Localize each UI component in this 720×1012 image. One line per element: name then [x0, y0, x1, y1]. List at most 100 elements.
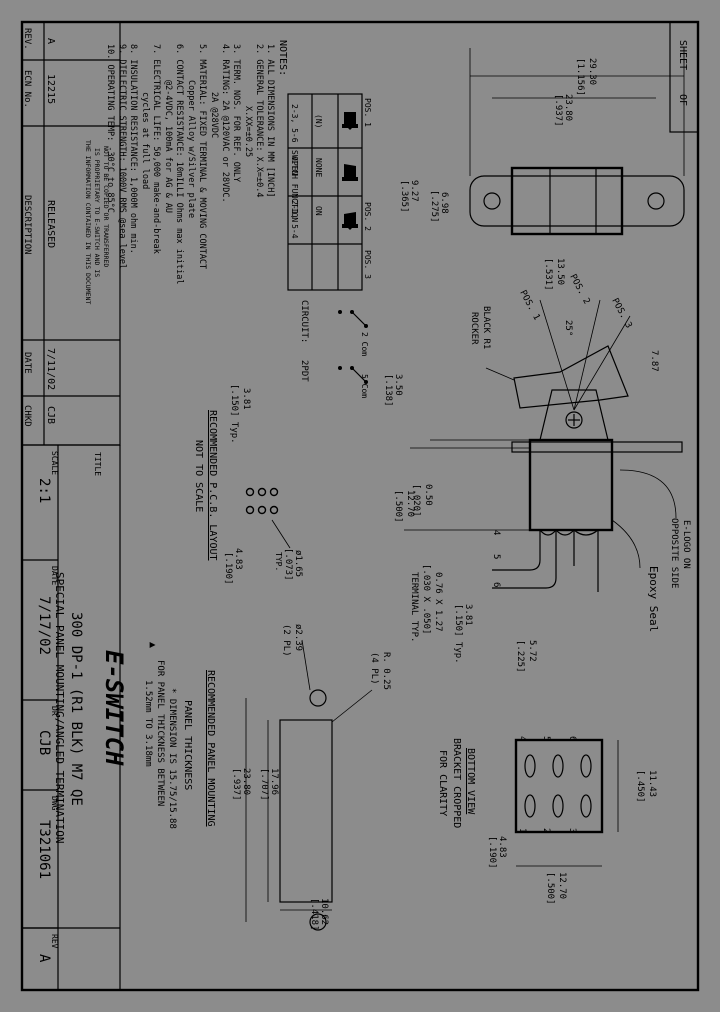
date-header: DATE — [22, 352, 32, 374]
desc-cell: RELEASED — [45, 200, 56, 248]
note-line: 7. ELECTRICAL LIFE: 50,000 make-and-brea… — [151, 44, 161, 254]
logo-note-2: OPPOSITE SIDE — [669, 518, 679, 588]
of-label: OF — [677, 94, 688, 106]
sf-pos3: POS. 3 — [363, 250, 372, 279]
dim-050-in: [.020] — [411, 484, 421, 517]
pcb-hole-mark — [245, 505, 255, 515]
dim-787: 7.87 — [649, 350, 659, 372]
revision-table: REV. ECN No. DESCRIPTION DATE CHKD A 122… — [21, 21, 121, 446]
panel-h2-in: [.937] — [231, 768, 241, 801]
sf-pos1: POS. 1 — [363, 98, 372, 127]
dim-572-in: [.225] — [515, 640, 525, 673]
terminal-slot — [524, 754, 536, 778]
ecn-header: ECN No. — [22, 70, 32, 108]
panel-h2: 23.80 — [241, 768, 251, 795]
rocker-icon-pos1 — [342, 112, 358, 130]
pcb-hole-mark — [269, 487, 279, 497]
note-line: 6. CONTACT RESISTANCE: 10mILLI Ohms max … — [174, 44, 184, 285]
sheet-label-box: SHEET OF — [669, 21, 699, 133]
pcb-hole-mark — [269, 505, 279, 515]
note-line: Copper Alloy w/Silver plate — [186, 80, 196, 218]
rocker-icon-pos2 — [342, 164, 358, 181]
circuit-type: 2PDT — [299, 360, 309, 382]
panel-note-1: * DIMENSION IS 15.75/15.88 — [167, 688, 177, 829]
terminal-slot — [552, 754, 564, 778]
dim-body: 6.98 — [439, 192, 449, 214]
term-size: 0.76 X 1.27 — [433, 572, 443, 632]
pcb-hole-mark — [245, 487, 255, 497]
rocker — [513, 345, 629, 409]
panel-radius-count: (4 PL) — [369, 652, 379, 685]
note-line: 1. ALL DIMENSIONS IN MM [INCH] — [265, 44, 275, 198]
panel-h1: 17.96 — [269, 768, 279, 795]
bottom-body — [514, 738, 604, 834]
pcb-hole-typ: TYP. — [274, 552, 283, 571]
dim-050: 0.50 — [423, 484, 433, 506]
sf-terms-3: 2-1, 5-4 — [290, 200, 299, 239]
panel-title: RECOMMENDED PANEL MOUNTING — [205, 670, 216, 827]
circuit-com1: 2 Com — [360, 332, 369, 356]
title-line1: 300 DP-1 (R1 BLK) M7 QE — [68, 612, 84, 806]
date-label: DATE — [50, 566, 59, 585]
bottom-title-3: FOR CLARITY — [437, 750, 448, 816]
angle-label: 25° — [563, 320, 573, 336]
term-4-main: 4 — [491, 530, 501, 535]
panel-note-symbol: ▲ — [147, 642, 158, 648]
dim-width: 9.27 — [409, 180, 419, 202]
sf-header: SWITCH FUNCTION — [290, 150, 299, 222]
term-6-main: 6 — [491, 582, 501, 587]
panel-h1-in: [.707] — [259, 768, 269, 801]
bottom-dim-483-in: [.190] — [487, 836, 497, 869]
circuit-label: CIRCUIT: — [299, 300, 309, 343]
panel-hole-count: (2 PL) — [281, 624, 291, 657]
panel-mounting: RECOMMENDED PANEL MOUNTING PANEL THICKNE… — [143, 624, 391, 931]
dim-mount: 23.80 — [563, 94, 573, 121]
dim-overall: 29.30 — [587, 58, 597, 85]
sf-state-3: ON — [314, 206, 323, 216]
date-value: 7/17/02 — [36, 596, 52, 655]
pcb-hole-in: [.073] — [283, 548, 293, 581]
sheet-label: SHEET — [677, 40, 688, 70]
chkd-header: CHKD — [22, 405, 32, 427]
panel-cutout — [279, 719, 333, 903]
note-line: 9. DIELECTRIC STRENGTH: 1000V RMS @sea l… — [117, 44, 127, 269]
scale-value: 2:1 — [36, 478, 52, 503]
logo-note-1: E-LOGO ON — [681, 520, 691, 569]
panel-radius: R. 0.25 — [381, 652, 391, 690]
sf-terms-2: OPEN — [290, 156, 299, 175]
panel-note-3: 1.52mm TO 3.18mm — [143, 680, 153, 767]
rev-cell: A — [45, 38, 56, 44]
mount-bracket — [469, 175, 685, 227]
bottom-dim-1270: 12.70 — [557, 872, 567, 899]
notes-heading: NOTES: — [277, 40, 288, 76]
title-line2: SPECIAL PANEL MOUNTING/ANGLED TERMINATIO… — [53, 572, 66, 844]
note-line: 4. RATING: 2A @120VAC or 28VDC. — [220, 44, 230, 203]
epoxy-label: Epoxy Seal — [647, 566, 660, 632]
pcb-title: RECOMMENDED P.C.B. LAYOUT — [207, 410, 218, 561]
dim-body-in: [.275] — [429, 190, 439, 223]
rev-label: REV — [50, 934, 59, 949]
panel-hole-top — [309, 689, 327, 707]
pcb-dim1-in: [.150] Typ. — [229, 384, 239, 444]
dim-overall-in: [1.156] — [575, 58, 585, 96]
panel-hole-bottom — [309, 913, 327, 931]
dim-rocker: 13.50 — [555, 258, 565, 285]
term-5-main: 5 — [491, 554, 501, 559]
bottom-title-1: BOTTOM VIEW — [465, 748, 476, 815]
scale-label: SCALE — [50, 451, 59, 475]
panel-note-2: FOR PANEL THICKNESS BETWEEN — [155, 660, 165, 806]
bottom-t5: 5 — [541, 736, 551, 741]
switch-body — [528, 438, 614, 532]
notes-block: NOTES: 1. ALL DIMENSIONS IN MM [INCH]2. … — [105, 40, 288, 285]
panel-subtitle: PANEL THICKNESS — [182, 700, 193, 790]
dim-350: 3.50 — [393, 374, 403, 396]
bottom-dim-483: 4.83 — [497, 836, 507, 858]
sheet-border — [20, 20, 700, 992]
dwg-label: DWG — [50, 796, 59, 811]
proprietary-3: NOT TO BE COPIED OR TRANSFERRED — [102, 146, 110, 267]
date-cell: 7/11/02 — [45, 348, 56, 390]
proprietary-1: THE INFORMATION CONTAINED IN THIS DOCUME… — [84, 140, 92, 304]
note-line: 2. GENERAL TOLERANCE: X.X=±0.4 — [254, 44, 264, 198]
terminal-slot — [552, 794, 564, 818]
